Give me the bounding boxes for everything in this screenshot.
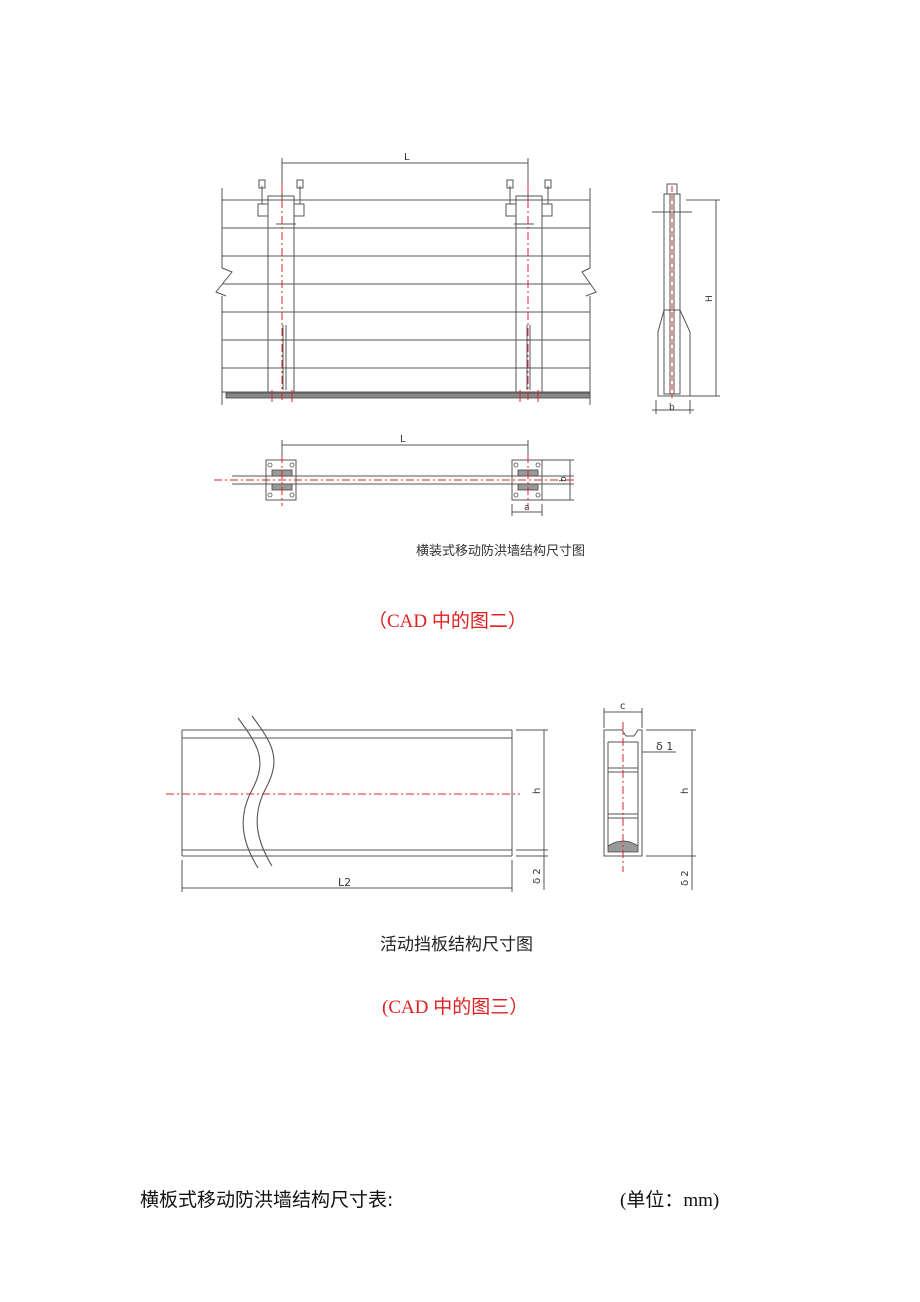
dim-L2: L2: [338, 876, 351, 889]
dim-H: H: [705, 295, 715, 302]
figure2-caption: 横装式移动防洪墙结构尺寸图: [416, 544, 586, 559]
dim-h-section: h: [680, 788, 691, 794]
figure3-drawing: h δ 2 L2 c δ 1 h δ 2: [166, 701, 696, 892]
dim-h-front: h: [532, 788, 543, 794]
dim-L-plan: L: [400, 434, 406, 445]
figure2-cad-label: （CAD 中的图二）: [368, 611, 527, 632]
dim-b-plan: b: [559, 476, 569, 482]
dim-d2-section: δ 2: [680, 870, 691, 886]
dim-d2-front: δ 2: [532, 868, 543, 884]
figure3-cad-label: (CAD 中的图三）: [382, 997, 529, 1018]
dim-L-top: L: [404, 152, 410, 163]
dim-c: c: [620, 701, 626, 712]
figure3-caption: 活动挡板结构尺寸图: [380, 935, 533, 955]
figure2-drawing: L H b L b a: [214, 152, 720, 516]
dim-a: a: [524, 503, 530, 513]
table-unit: (单位：mm): [620, 1190, 720, 1211]
dim-b-side: b: [669, 403, 675, 413]
table-title: 横板式移动防洪墙结构尺寸表:: [140, 1189, 394, 1211]
dim-d1: δ 1: [656, 740, 673, 753]
